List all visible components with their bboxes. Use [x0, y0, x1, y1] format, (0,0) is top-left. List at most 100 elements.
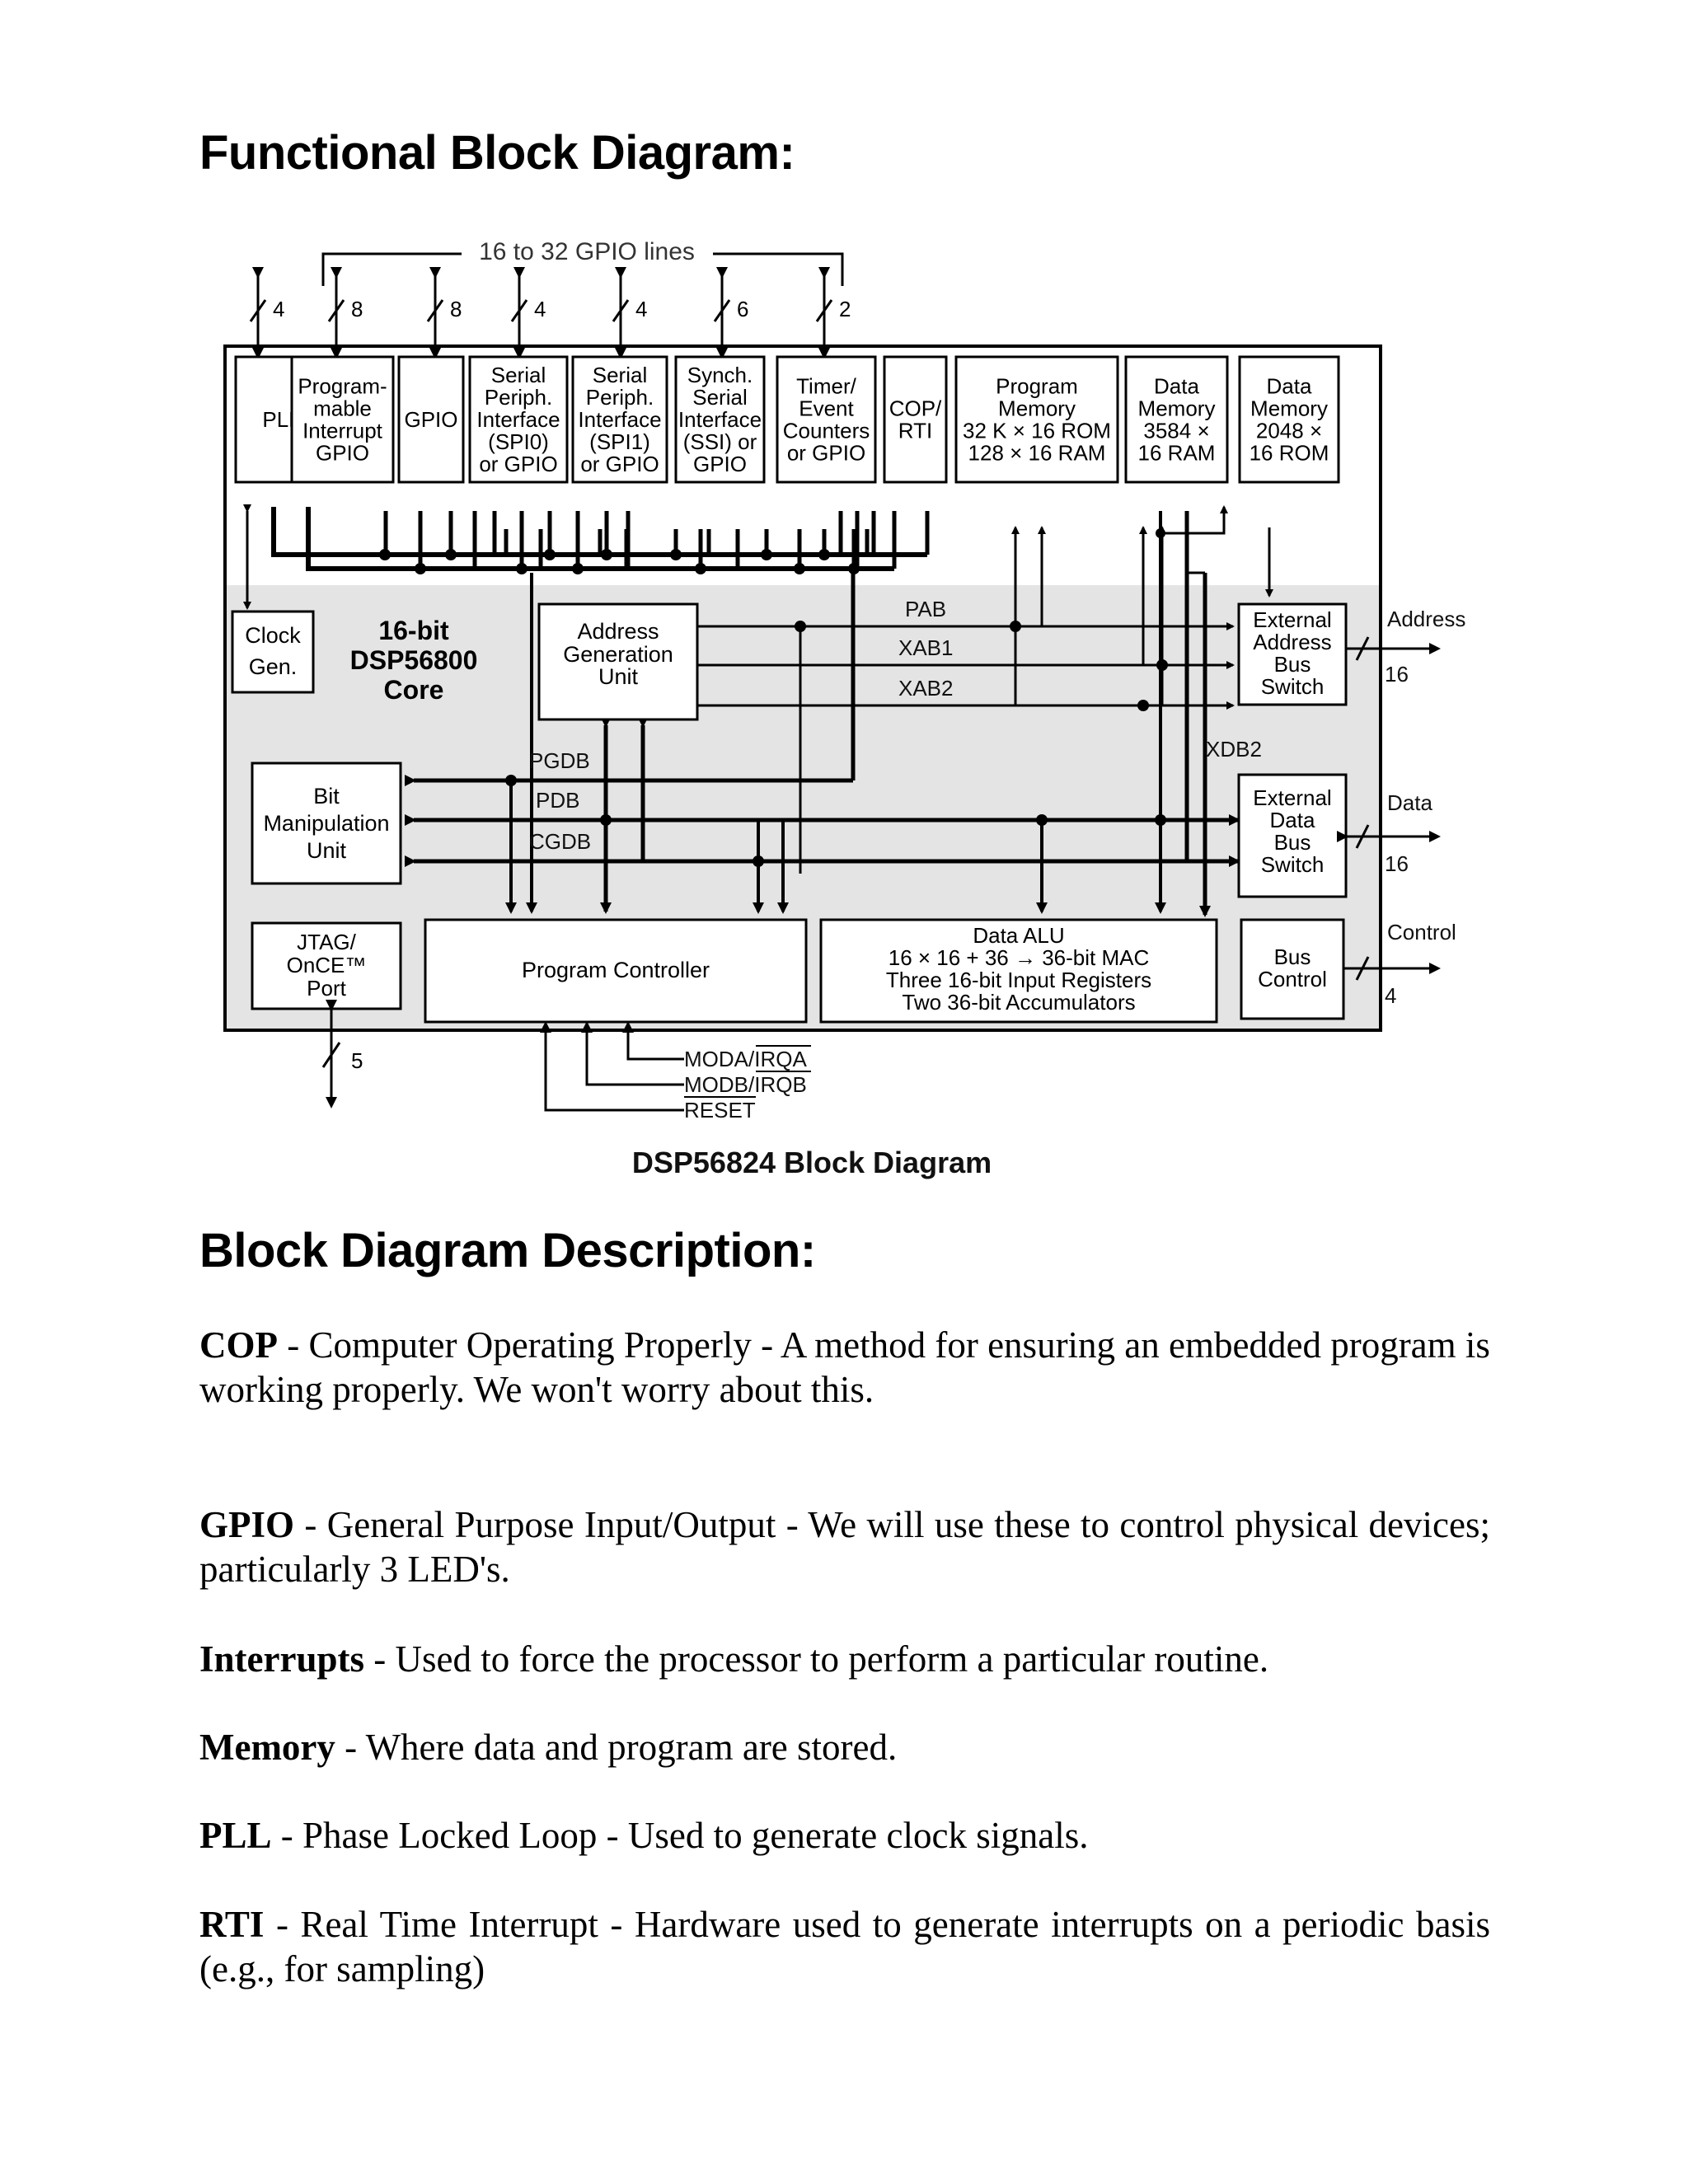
data-alu: Data ALU 16 × 16 + 36 → 36-bit MAC Three… [819, 918, 1218, 1024]
mode-pins [540, 1021, 684, 1112]
top-block-label: Counters [783, 419, 870, 443]
pin-count: 8 [450, 297, 462, 321]
pin-slash [713, 299, 731, 322]
pin-count: 2 [839, 297, 851, 321]
pin-slash [510, 299, 528, 322]
top-block-label: (SPI1) [589, 429, 650, 454]
top-block-label: Interface [578, 407, 661, 432]
top-block-cop-rti: COP/RTI [883, 355, 948, 484]
svg-text:Switch: Switch [1261, 674, 1325, 699]
top-block-label: Memory [1138, 396, 1216, 421]
gpio-lines-bracket [321, 252, 844, 286]
top-block-label: 2048 × [1256, 419, 1322, 443]
svg-text:16: 16 [1385, 851, 1409, 876]
svg-text:Generation: Generation [563, 642, 673, 667]
svg-text:Program Controller: Program Controller [522, 958, 710, 982]
svg-text:MODB/IRQB: MODB/IRQB [684, 1072, 807, 1097]
top-block-label: Synch. [687, 363, 753, 387]
svg-text:Control: Control [1258, 967, 1327, 991]
program-controller: Program Controller [424, 918, 808, 1024]
pin-slash [327, 299, 345, 322]
top-block-label: or GPIO [787, 441, 865, 466]
top-block-label: Program [996, 374, 1078, 399]
top-block-label: or GPIO [580, 452, 659, 476]
external-address-bus-switch: External Address Bus Switch [1237, 602, 1348, 706]
top-block-label: (SSI) or [683, 429, 757, 454]
description-gpio: GPIO - General Purpose Input/Output - We… [199, 1504, 1490, 1590]
svg-text:Core: Core [384, 675, 444, 705]
svg-text:Address: Address [1253, 630, 1331, 654]
address-generation-unit: Address Generation Unit [537, 602, 699, 721]
top-block-label: Program- [298, 374, 387, 399]
top-block-label: COP/ [889, 396, 942, 421]
svg-text:Data: Data [1270, 808, 1315, 832]
svg-text:PAB: PAB [905, 597, 946, 621]
svg-text:Switch: Switch [1261, 852, 1325, 877]
svg-text:PDB: PDB [536, 788, 579, 813]
svg-text:Unit: Unit [307, 838, 347, 863]
top-block-label: Memory [1250, 396, 1328, 421]
svg-text:PGDB: PGDB [529, 748, 590, 773]
top-block-label: Data [1154, 374, 1199, 399]
pin-count: 8 [351, 297, 363, 321]
pin-slash [815, 299, 833, 322]
top-block-label: RTI [898, 419, 932, 443]
pin-count: 6 [737, 297, 748, 321]
svg-text:Data ALU: Data ALU [973, 923, 1064, 948]
top-block-label: or GPIO [479, 452, 557, 476]
external-data-bus-switch: External Data Bus Switch [1237, 773, 1348, 898]
jtag-width-label: 5 [351, 1048, 363, 1073]
svg-text:Three 16-bit Input Registers: Three 16-bit Input Registers [886, 968, 1151, 992]
svg-text:XAB2: XAB2 [898, 676, 954, 701]
description-memory: Memory - Where data and program are stor… [199, 1727, 898, 1768]
svg-text:Control: Control [1387, 920, 1456, 944]
svg-text:Bit: Bit [313, 784, 340, 808]
top-block-label: Memory [998, 396, 1076, 421]
svg-text:Gen.: Gen. [249, 654, 298, 679]
svg-text:16-bit: 16-bit [378, 616, 449, 645]
top-block-label: 3584 × [1143, 419, 1209, 443]
pin-count: 4 [635, 297, 647, 321]
svg-text:Clock: Clock [245, 623, 301, 648]
description-interrupts: Interrupts - Used to force the processor… [199, 1638, 1269, 1680]
top-block-label: GPIO [316, 441, 369, 466]
bus-labels: PAB XAB1 XAB2 PGDB PDB CGDB XDB2 [529, 597, 1262, 854]
pin-count: 4 [534, 297, 546, 321]
external-signals [1337, 636, 1441, 981]
top-block-label: Interrupt [302, 419, 383, 443]
top-block-label: Serial [593, 363, 647, 387]
svg-text:External: External [1253, 607, 1331, 632]
top-block-label: Serial [491, 363, 546, 387]
top-block-label: Timer/ [796, 374, 856, 399]
svg-text:16 × 16 + 36 → 36-bit MAC: 16 × 16 + 36 → 36-bit MAC [889, 945, 1150, 970]
top-block-label: GPIO [404, 407, 457, 432]
svg-text:Unit: Unit [598, 664, 639, 689]
section-heading-functional-block-diagram: Functional Block Diagram: [199, 126, 795, 180]
top-block-label: 128 × 16 RAM [968, 441, 1106, 466]
svg-text:16: 16 [1385, 662, 1409, 687]
svg-text:MODA/IRQA: MODA/IRQA [684, 1047, 807, 1071]
core-label: 16-bit DSP56800 Core [350, 616, 478, 705]
svg-text:RESET: RESET [684, 1098, 756, 1122]
description-pll: PLL - Phase Locked Loop - Used to genera… [199, 1815, 1089, 1856]
description-cop: COP - Computer Operating Properly - A me… [199, 1324, 1490, 1410]
svg-text:DSP56800: DSP56800 [350, 645, 478, 675]
top-block-label: GPIO [693, 452, 747, 476]
clock-gen-block: Clock Gen. [231, 610, 315, 694]
diagram-caption: DSP56824 Block Diagram [632, 1146, 992, 1179]
jtag-once-port: JTAG/ OnCE™ Port [251, 921, 402, 1010]
top-block-label: 16 ROM [1250, 441, 1329, 466]
description-rti: RTI - Real Time Interrupt - Hardware use… [199, 1904, 1490, 1990]
svg-text:Two 36-bit Accumulators: Two 36-bit Accumulators [902, 990, 1135, 1015]
top-block-label: Serial [692, 385, 747, 410]
top-block-label: Periph. [485, 385, 552, 410]
top-block-gpio: GPIO [397, 355, 465, 484]
svg-text:Bus: Bus [1274, 652, 1311, 677]
top-block-label: mable [313, 396, 372, 421]
section-heading-block-diagram-description: Block Diagram Description: [199, 1224, 816, 1277]
